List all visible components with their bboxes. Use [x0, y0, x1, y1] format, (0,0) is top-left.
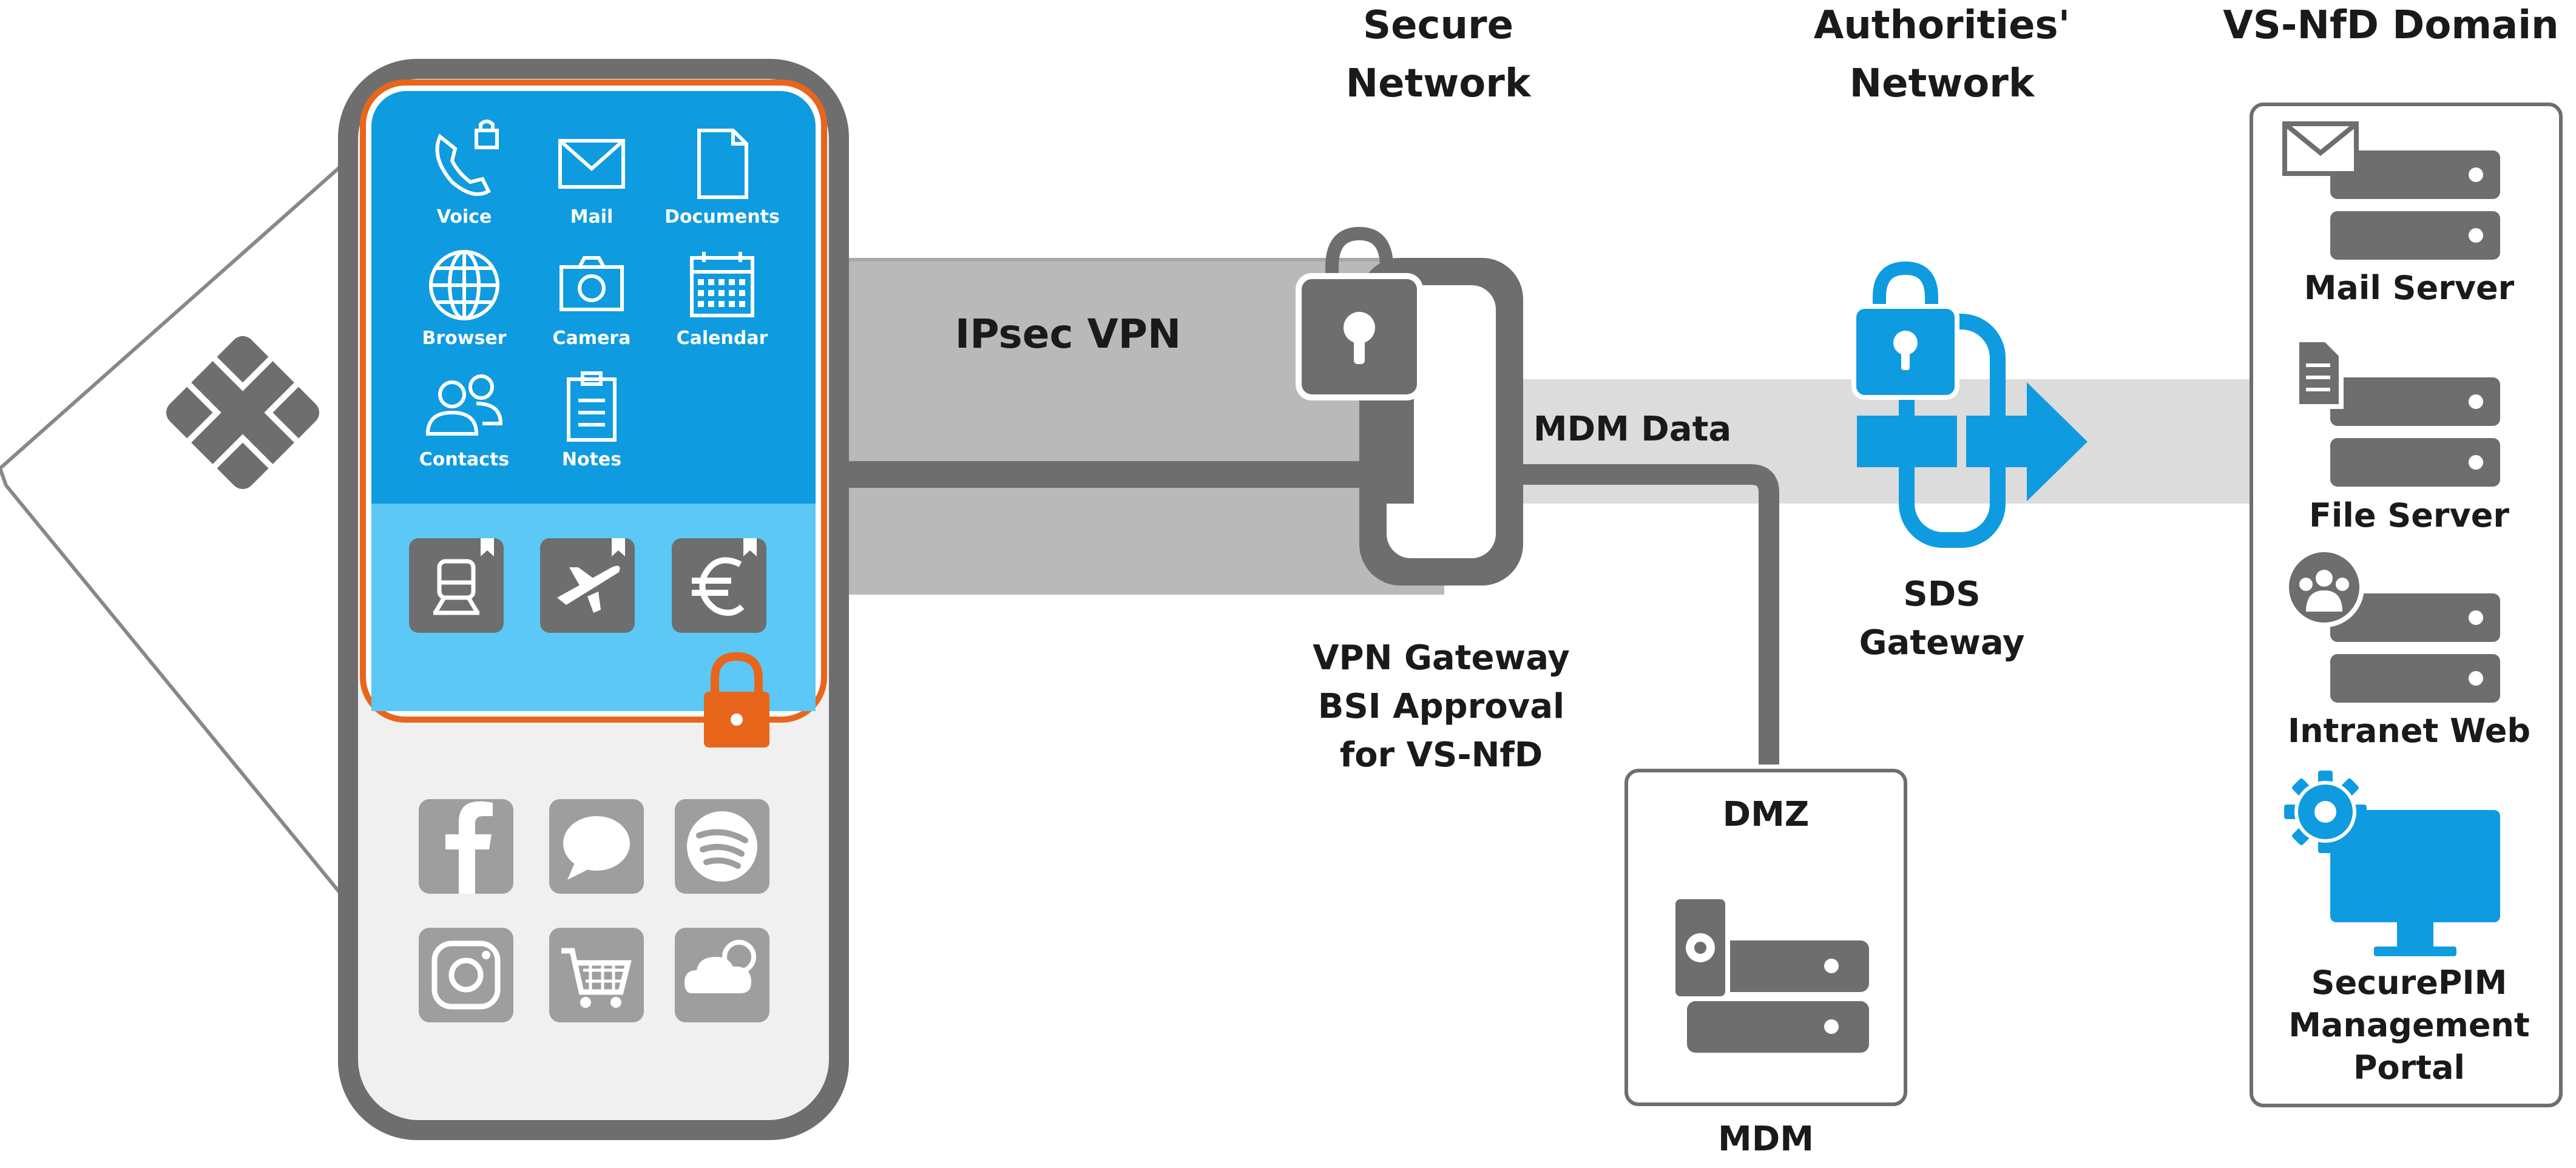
secure-network-header: Secure Network [1345, 3, 1531, 106]
sds-gateway [1851, 261, 2088, 548]
service-label: Intranet Web [2287, 712, 2531, 750]
arrow-right-icon [2027, 382, 2088, 501]
calendar-icon[interactable] [690, 252, 754, 317]
envelope-icon[interactable] [558, 139, 625, 189]
instagram-icon[interactable] [419, 928, 513, 1022]
app-label: Camera [552, 328, 631, 349]
app-label: Browser [422, 328, 507, 349]
tunnel-top-edge [843, 258, 1444, 262]
shopping-cart-icon[interactable] [549, 928, 644, 1022]
mdm-data-channel [843, 461, 1444, 488]
service-label: Mail Server [2304, 269, 2515, 307]
sds-gateway-label: SDS Gateway [1859, 575, 2025, 663]
app-label: Mail [570, 206, 614, 228]
smart-card [0, 141, 366, 928]
camera-icon[interactable] [559, 256, 624, 311]
server-1 [2330, 150, 2500, 260]
gateway-lock-icon [1296, 226, 1423, 400]
server-3 [2330, 593, 2500, 703]
mdm-data-label: MDM Data [1533, 410, 1732, 449]
spotify-icon[interactable] [675, 799, 769, 894]
sds-lock-icon [1851, 261, 1959, 400]
dmz-box [1624, 769, 1907, 1106]
monitor-icon [2330, 810, 2500, 956]
service-label: SecurePIM Management Portal [2288, 964, 2530, 1087]
airplane-icon[interactable] [540, 538, 635, 633]
cloud-icon[interactable] [675, 928, 769, 1022]
ipsec-vpn-label: IPsec VPN [955, 311, 1182, 357]
document-icon[interactable] [697, 129, 748, 199]
phone-lock-icon[interactable] [435, 120, 499, 196]
people-icon [2284, 547, 2364, 627]
notes-icon[interactable] [567, 371, 617, 442]
chip-icon [166, 336, 320, 490]
document-icon [2294, 337, 2344, 409]
app-label: Documents [664, 206, 780, 228]
app-label: Notes [561, 449, 622, 470]
globe-icon[interactable] [429, 250, 499, 320]
mdm-server-icon [1671, 894, 1869, 1053]
service-label: File Server [2309, 496, 2509, 535]
mdm-caption: MDM [1718, 1119, 1814, 1159]
app-label: Calendar [676, 328, 768, 349]
container-lock-icon [704, 652, 769, 748]
chat-icon[interactable] [549, 799, 644, 894]
app-label: Contacts [419, 449, 510, 470]
authorities-network-header: Authorities' Network [1813, 3, 2071, 106]
gear-icon [2284, 771, 2367, 853]
server-2 [2330, 377, 2500, 487]
dmz-title: DMZ [1722, 795, 1810, 834]
app-label: Voice [436, 206, 492, 228]
mdm-data-line [1523, 464, 1779, 765]
envelope-icon [2282, 121, 2359, 176]
facebook-icon[interactable] [419, 799, 513, 894]
train-icon[interactable] [409, 538, 504, 633]
contacts-icon[interactable] [425, 374, 503, 436]
vsnfd-domain-header: VS-NfD Domain [2223, 3, 2559, 48]
vpn-gateway [1296, 226, 1523, 586]
euro-icon[interactable] [672, 538, 766, 633]
vpn-gateway-label: VPN Gateway BSI Approval for VS-NfD [1313, 638, 1570, 775]
